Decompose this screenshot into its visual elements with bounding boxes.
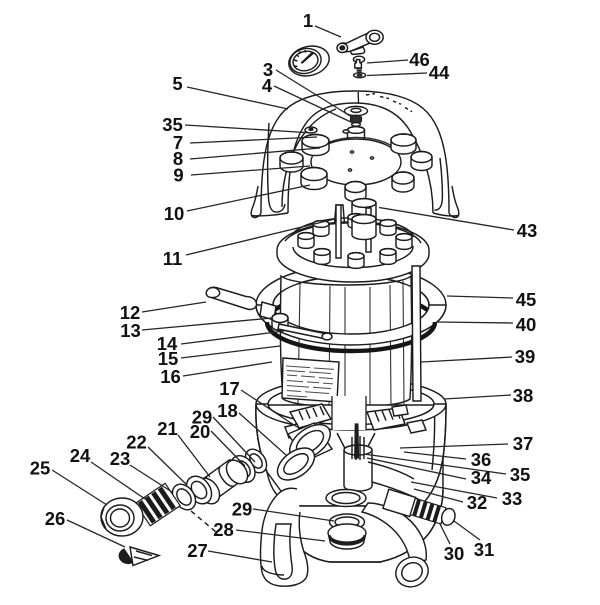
svg-text:18: 18 xyxy=(217,400,238,421)
svg-text:14: 14 xyxy=(157,333,178,354)
svg-text:31: 31 xyxy=(474,539,495,560)
svg-text:26: 26 xyxy=(45,508,66,529)
svg-text:44: 44 xyxy=(429,62,450,83)
svg-text:29: 29 xyxy=(192,407,213,428)
svg-text:20: 20 xyxy=(190,421,211,442)
svg-text:17: 17 xyxy=(219,378,240,399)
svg-text:7: 7 xyxy=(173,132,183,153)
svg-text:33: 33 xyxy=(502,488,523,509)
svg-text:10: 10 xyxy=(164,203,185,224)
svg-text:35: 35 xyxy=(510,464,531,485)
svg-text:28: 28 xyxy=(213,519,234,540)
svg-text:38: 38 xyxy=(513,385,534,406)
svg-text:3: 3 xyxy=(263,59,273,80)
svg-text:43: 43 xyxy=(517,220,538,241)
svg-text:32: 32 xyxy=(467,492,488,513)
svg-text:27: 27 xyxy=(187,540,208,561)
svg-text:5: 5 xyxy=(172,73,182,94)
svg-text:12: 12 xyxy=(120,302,141,323)
svg-text:21: 21 xyxy=(157,418,178,439)
svg-text:8: 8 xyxy=(173,148,183,169)
svg-text:13: 13 xyxy=(120,320,141,341)
svg-text:16: 16 xyxy=(160,366,181,387)
svg-text:34: 34 xyxy=(471,467,492,488)
svg-text:1: 1 xyxy=(303,10,313,31)
svg-text:23: 23 xyxy=(110,448,131,469)
svg-text:24: 24 xyxy=(70,445,91,466)
svg-text:11: 11 xyxy=(163,248,183,269)
svg-text:37: 37 xyxy=(513,433,534,454)
svg-text:39: 39 xyxy=(515,346,536,367)
svg-text:30: 30 xyxy=(444,543,465,564)
svg-text:25: 25 xyxy=(30,458,51,479)
svg-text:45: 45 xyxy=(516,289,537,310)
svg-text:22: 22 xyxy=(126,432,147,453)
svg-text:29: 29 xyxy=(232,499,253,520)
svg-text:46: 46 xyxy=(409,49,430,70)
svg-text:9: 9 xyxy=(173,165,183,186)
svg-text:36: 36 xyxy=(471,449,492,470)
svg-text:4: 4 xyxy=(262,75,273,96)
svg-text:35: 35 xyxy=(162,114,183,135)
svg-text:40: 40 xyxy=(516,314,537,335)
svg-text:15: 15 xyxy=(158,348,179,369)
